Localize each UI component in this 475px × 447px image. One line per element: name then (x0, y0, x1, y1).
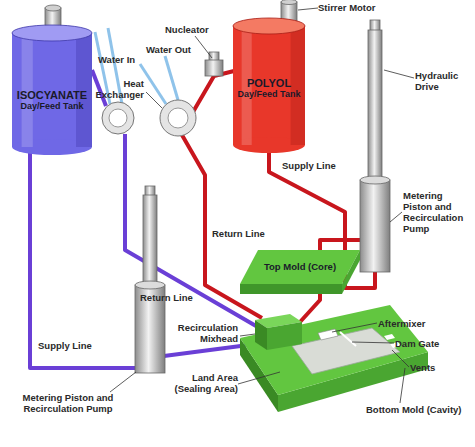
node-outline (240, 250, 360, 294)
mixhead (255, 314, 302, 350)
nucleator (205, 52, 223, 76)
nucleator-body (205, 60, 223, 76)
water-line (165, 56, 178, 100)
node-heading: ISOCYANATE (17, 89, 87, 102)
mold-cavity (292, 328, 400, 374)
part-label: Water In (98, 54, 148, 65)
part-label: Supply Line (38, 340, 98, 351)
part-label: Metering Piston and Recirculation Pump (403, 190, 473, 234)
leader-line (332, 323, 377, 332)
node-text-box: ISOCYANATEDay/Feed Tank (12, 80, 92, 120)
leader-line (238, 372, 280, 384)
leader-line (110, 372, 136, 392)
part-label: Dam Gate (395, 338, 455, 349)
hydraulic-drive (143, 195, 157, 285)
node-body: Day/Feed Tank (238, 89, 301, 99)
vent (384, 334, 395, 340)
tank-body (233, 26, 305, 145)
tank-top (233, 18, 305, 34)
leader-line (146, 92, 162, 108)
tank-body (12, 33, 92, 147)
leader-line (384, 70, 414, 78)
mold-front-face (240, 284, 342, 294)
leader-line (298, 8, 318, 10)
part-label: Hydraulic Drive (415, 70, 473, 92)
stirrer-motor-top (281, 0, 297, 5)
pipe (30, 153, 136, 368)
leader-line (392, 350, 409, 367)
mixhead-front (267, 322, 302, 350)
dam-gate (340, 332, 356, 346)
part-label: Heat Exchanger (84, 78, 144, 100)
part-label: Land Area (Sealing Area) (166, 372, 238, 394)
part-label: Water Out (146, 44, 206, 55)
aftermixer (318, 329, 338, 340)
tank-shade (291, 26, 305, 145)
leader-line (195, 36, 212, 58)
top-mold: Top Mold (Core) (240, 250, 360, 294)
metering-pump-top (360, 176, 390, 184)
mixhead-side (255, 320, 267, 350)
part-label: Return Line (140, 292, 200, 303)
heat-exchanger (102, 102, 134, 134)
part-label: Bottom Mold (Cavity) (366, 404, 472, 415)
part-label: Metering Piston and Recirculation Pump (18, 392, 118, 414)
stirrer-motor-top (45, 5, 61, 11)
heat-exchanger (160, 100, 196, 136)
part-label: Stirrer Motor (318, 2, 408, 13)
metering-pump-top (135, 281, 165, 289)
heat-exchanger-face (168, 108, 188, 128)
leader-line (390, 212, 402, 222)
node-heading: POLYOL (247, 77, 291, 90)
metering-pump (360, 180, 390, 272)
leader-line (352, 342, 394, 343)
leader-line (240, 334, 255, 336)
heat-exchangers (102, 100, 196, 136)
part-label: Recirculation Mixhead (166, 322, 238, 344)
part-label: Supply Line (282, 160, 342, 171)
part-label: Aftermixer (378, 318, 438, 329)
mold-side-face (342, 250, 360, 294)
polyol-tank: POLYOLDay/Feed Tank (233, 18, 305, 153)
node-text-box: Top Mold (Core) (240, 250, 360, 284)
part-label: Nucleator (165, 24, 225, 35)
node-text-box: POLYOLDay/Feed Tank (233, 68, 305, 108)
node-body: Day/Feed Tank (21, 101, 84, 111)
leader-line (400, 368, 405, 403)
part-label: Vents (410, 362, 450, 373)
isocyanate-tank: ISOCYANATEDay/Feed Tank (12, 25, 92, 155)
leader-lines (110, 8, 414, 403)
hydraulic-drive (368, 30, 382, 180)
pipe (92, 70, 106, 106)
node-heading: Top Mold (Core) (264, 262, 336, 273)
mold-top-face (240, 250, 360, 284)
part-label: Return Line (212, 228, 272, 239)
tank-top (12, 25, 92, 41)
heat-exchanger-face (109, 109, 127, 127)
